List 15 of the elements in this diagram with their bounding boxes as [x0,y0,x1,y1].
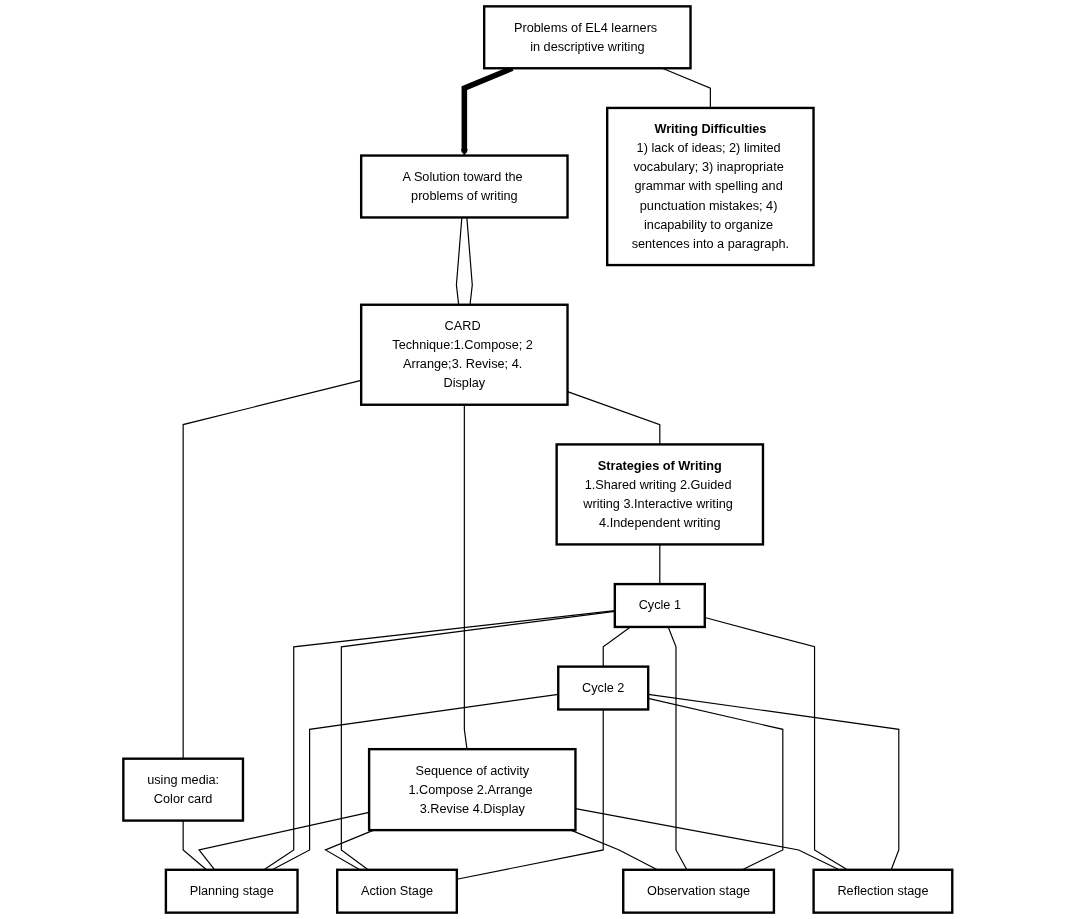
node-box: Observation stage [622,868,776,914]
node-box: Planning stage [164,868,299,914]
node-box: Action Stage [336,868,459,914]
node-box: using media: Color card [122,757,245,822]
node-box: Cycle 2 [557,665,650,711]
node-box: Sequence of activity 1.Compose 2.Arrange 3.Revise 4.Display [368,747,577,832]
connector [567,391,661,445]
node-box: CARD Technique:1.Compose; 2 Arrange;3. Revise; 4. Display [360,303,569,406]
connector [463,404,468,750]
node-box: Reflection stage [812,868,954,914]
node-box: Problems of EL4 learners in descriptive writing [483,5,692,70]
node-box: Strategies of Writing 1.Shared writing 2.Guided writing 3.Interactive writing 4.Independent writing [555,443,765,546]
node-box: A Solution toward the problems of writing [360,154,569,219]
node-box: Writing Difficulties 1) lack of ideas; 2) limited vocabulary; 3) inapropriate grammar with spelling and punctuation mistakes; 4) incapability to organize sentences into a paragraph. [606,106,815,267]
node-box: Cycle 1 [613,582,707,629]
